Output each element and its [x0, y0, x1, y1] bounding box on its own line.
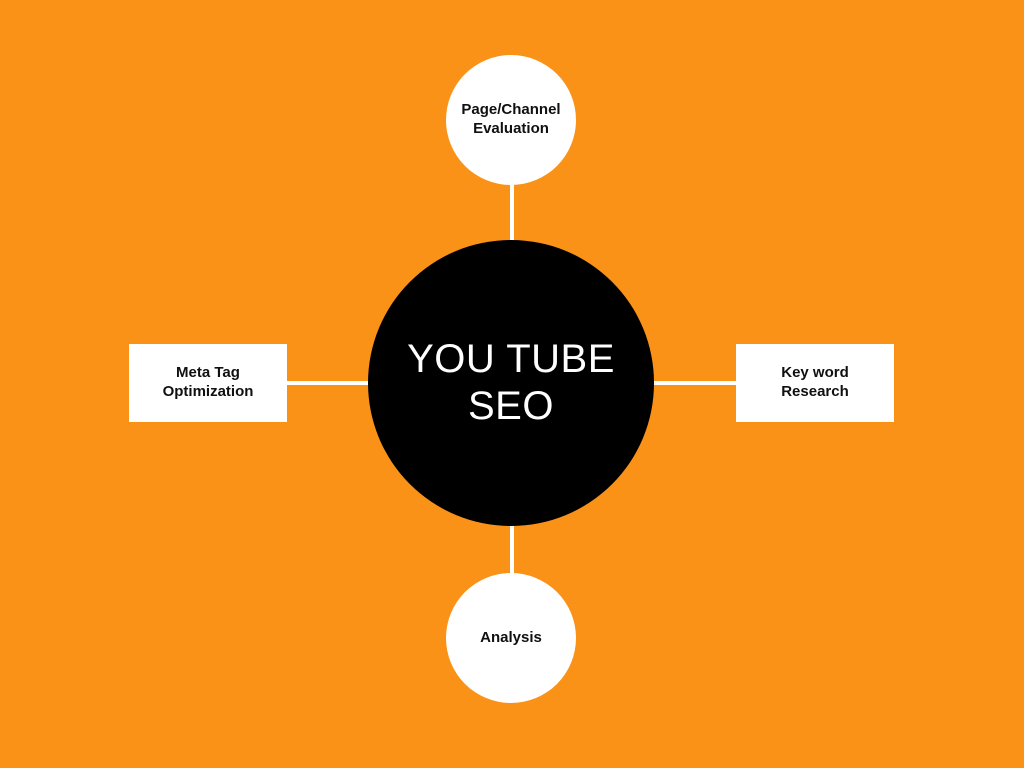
node-analysis[interactable]: Analysis — [446, 573, 576, 703]
node-meta-tag-optimization-label: Meta Tag Optimization — [162, 364, 254, 400]
node-page-channel-evaluation[interactable]: Page/Channel Evaluation — [446, 55, 576, 185]
node-key-word-research[interactable]: Key word Research — [736, 344, 894, 422]
connector-hub-to-left-node — [180, 381, 520, 385]
hub-youtube-seo-label: YOU TUBE SEO — [407, 336, 615, 428]
connector-hub-to-right-node — [505, 381, 845, 385]
hub-youtube-seo[interactable]: YOU TUBE SEO — [368, 240, 654, 526]
node-meta-tag-optimization[interactable]: Meta Tag Optimization — [129, 344, 287, 422]
node-key-word-research-label: Key word Research — [781, 364, 849, 400]
node-analysis-label: Analysis — [480, 628, 542, 646]
node-page-channel-evaluation-label: Page/Channel Evaluation — [461, 101, 561, 137]
